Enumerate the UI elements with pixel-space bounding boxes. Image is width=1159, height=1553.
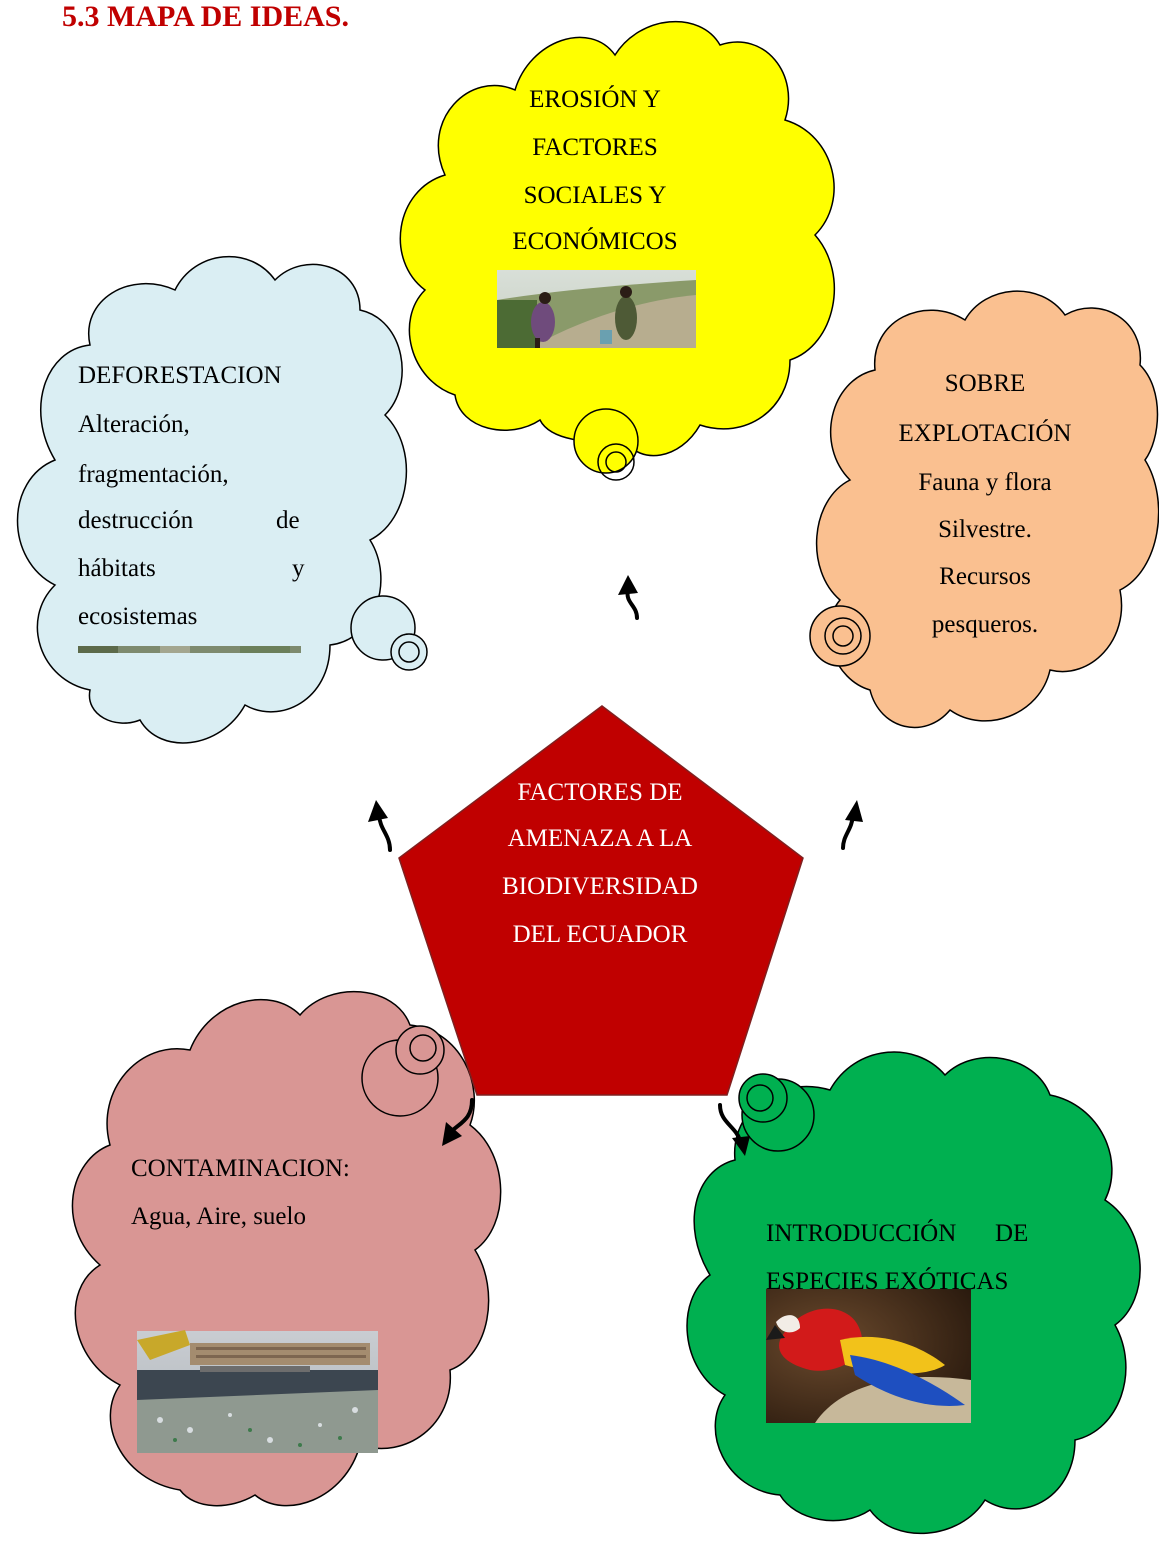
sobre-line-6: pesqueros. xyxy=(931,611,1039,638)
photo-erosion xyxy=(497,270,696,348)
erosion-line-2: FACTORES xyxy=(532,134,658,161)
cloud-sobreexplotacion xyxy=(809,290,1159,729)
erosion-line-3: SOCIALES Y xyxy=(523,182,667,209)
center-line-1: FACTORES DE xyxy=(517,779,683,806)
arrowhead-sobreexplotacion xyxy=(845,800,863,822)
cloud-deforestacion-shape xyxy=(16,255,408,744)
cloud-introduccion-bubble-mid xyxy=(738,1073,788,1123)
deforestacion-line-3-end: de xyxy=(276,507,300,534)
arrowhead-introduccion xyxy=(732,1136,750,1156)
cloud-contaminacion-bubble-mid xyxy=(395,1025,445,1075)
sobre-line-4: Silvestre. xyxy=(938,516,1032,543)
sobre-line-2: EXPLOTACIÓN xyxy=(898,420,1072,447)
section-title: 5.3 MAPA DE IDEAS. xyxy=(62,0,349,33)
erosion-line-1: EROSIÓN Y xyxy=(529,86,661,113)
cloud-introduccion-bubble-small xyxy=(746,1084,774,1112)
sobre-line-1: SOBRE xyxy=(944,370,1026,397)
photo-deforestacion-strip xyxy=(78,646,301,653)
introduccion-line-2: ESPECIES EXÓTICAS xyxy=(766,1268,1009,1295)
deforestacion-line-1: Alteración, xyxy=(78,411,190,438)
cloud-deforestacion-bubble-small xyxy=(398,641,420,663)
deforestacion-title: DEFORESTACION xyxy=(78,362,282,389)
introduccion-line-1-word: INTRODUCCIÓN xyxy=(766,1220,957,1247)
arrow-to-deforestacion xyxy=(377,813,392,852)
deforestacion-line-3-word: destrucción xyxy=(78,507,194,534)
cloud-erosion-bubble-small xyxy=(605,451,627,473)
cloud-deforestacion xyxy=(16,255,428,744)
cloud-sobreexplotacion-bubble-small xyxy=(832,625,854,647)
arrow-to-introduccion xyxy=(718,1103,742,1142)
cloud-sobreexplotacion-shape xyxy=(815,290,1159,729)
arrowhead-contaminacion xyxy=(442,1122,462,1146)
deforestacion-line-4-word: hábitats xyxy=(78,555,156,582)
center-line-4: DEL ECUADOR xyxy=(512,921,688,948)
center-line-3: BIODIVERSIDAD xyxy=(502,873,698,900)
cloud-deforestacion-bubble-mid xyxy=(390,633,428,671)
deforestacion-line-5: ecosistemas xyxy=(78,603,198,630)
deforestacion-line-4-end: y xyxy=(292,555,305,582)
arrow-to-erosion xyxy=(625,588,639,620)
arrowhead-deforestacion xyxy=(368,800,388,822)
center-line-2: AMENAZA A LA xyxy=(507,825,693,852)
cloud-sobreexplotacion-bubble-mid xyxy=(824,617,862,655)
contaminacion-title: CONTAMINACION: xyxy=(131,1155,350,1182)
cloud-erosion-bubble-mid xyxy=(597,443,635,481)
sobre-line-5: Recursos xyxy=(939,563,1031,590)
arrowhead-erosion xyxy=(618,575,638,595)
photo-contaminacion xyxy=(137,1330,378,1453)
sobre-line-3: Fauna y flora xyxy=(918,469,1052,496)
cloud-sobreexplotacion-bubble-large xyxy=(809,605,871,667)
arrow-to-contaminacion xyxy=(451,1098,474,1132)
contaminacion-subtitle: Agua, Aire, suelo xyxy=(131,1203,306,1230)
cloud-erosion-bubble-large xyxy=(573,408,639,474)
deforestacion-line-2: fragmentación, xyxy=(78,461,229,488)
cloud-contaminacion-bubble-small xyxy=(409,1034,437,1062)
erosion-line-4: ECONÓMICOS xyxy=(512,228,678,255)
photo-introduccion xyxy=(766,1289,971,1423)
introduccion-line-1-end: DE xyxy=(995,1220,1029,1247)
center-pentagon xyxy=(398,705,804,1096)
